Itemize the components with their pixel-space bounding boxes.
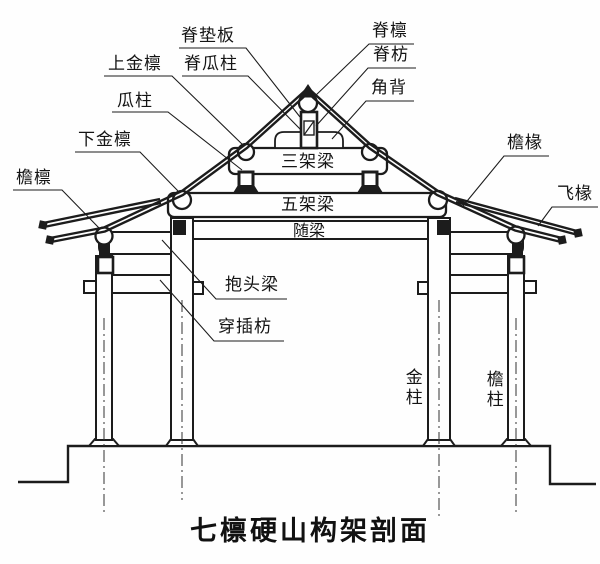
center-lines bbox=[103, 300, 517, 520]
ridge-post-assembly bbox=[274, 110, 344, 150]
melon-post-label: 瓜柱 bbox=[117, 91, 153, 111]
gold-column-label: 金柱 bbox=[401, 368, 422, 408]
leader-lines bbox=[13, 43, 598, 342]
chuancha-tie-label: 穿插枋 bbox=[218, 317, 272, 337]
platform-base bbox=[18, 444, 596, 486]
three-purlin-beam-label: 三架梁 bbox=[281, 152, 335, 172]
follow-beam-label: 随梁 bbox=[293, 221, 326, 240]
eave-column-caps bbox=[96, 255, 526, 275]
diagram-title: 七檩硬山构架剖面 bbox=[190, 516, 430, 547]
eave-rafter-label: 檐椽 bbox=[507, 133, 543, 153]
roof-rafters bbox=[42, 87, 579, 244]
baotou-beam-label: 抱头梁 bbox=[225, 275, 279, 295]
corner-back-brace-label: 角背 bbox=[371, 78, 407, 98]
five-purlin-beam-label: 五架梁 bbox=[281, 195, 335, 215]
ridge-purlin-label: 脊檩 bbox=[372, 21, 408, 41]
ridge-board-label: 脊垫板 bbox=[181, 26, 235, 46]
ridge-tie-label: 脊枋 bbox=[373, 45, 409, 65]
joint-blocks bbox=[99, 220, 523, 257]
eave-purlin-label: 檐檩 bbox=[16, 168, 52, 188]
ridge-post-label: 脊瓜柱 bbox=[184, 54, 238, 74]
flying-rafter-label: 飞椽 bbox=[557, 184, 593, 204]
melon-posts bbox=[233, 170, 383, 194]
roof-apex bbox=[299, 84, 317, 98]
rafter-tail-tips bbox=[38, 84, 583, 245]
upper-gold-purlin-label: 上金檩 bbox=[108, 54, 162, 74]
chuancha-tie-beams bbox=[83, 274, 537, 295]
eave-column-label: 檐柱 bbox=[482, 370, 503, 410]
purlins bbox=[94, 92, 526, 246]
lower-gold-purlin-label: 下金檩 bbox=[78, 130, 132, 150]
follow-beam bbox=[192, 220, 429, 240]
